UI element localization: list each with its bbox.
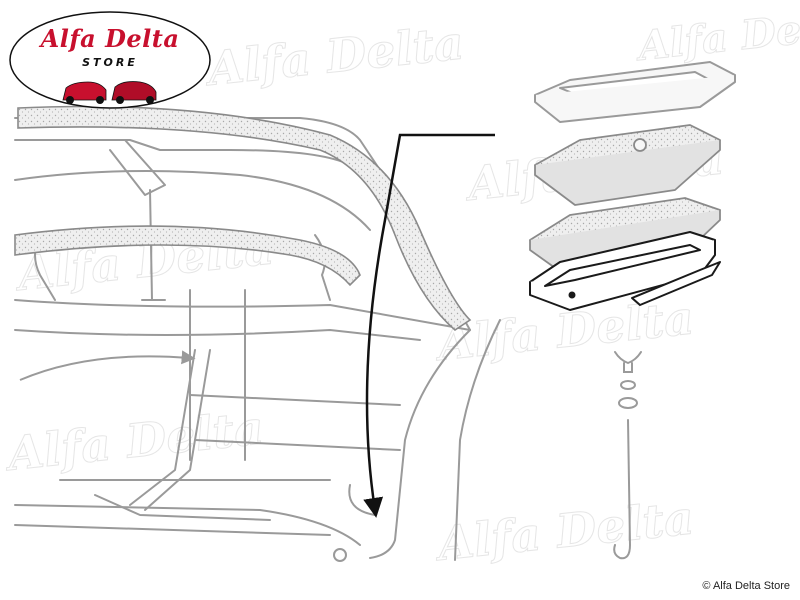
mounting-hardware [613,351,642,560]
copyright-notice: © Alfa Delta Store [702,580,790,592]
battery-location-arrow [363,133,495,518]
logo-oval [9,11,211,109]
flat-washer [618,397,638,409]
strut-pointer-arrow [19,350,196,381]
j-bolt [613,419,632,560]
logo-cars-icon [62,81,157,104]
watermark-text: Alfa Delta [632,0,800,70]
wing-nut [614,351,642,373]
logo-title: Alfa Delta [40,24,180,53]
battery-cover-frame [534,61,736,123]
logo-subtitle: STORE [82,56,138,69]
battery-tray-highlight [529,231,721,311]
watermark-text: Alfa Delta [432,490,697,571]
watermark-text: Alfa Delta [202,15,467,96]
store-logo[interactable]: Alfa Delta STORE [8,10,212,110]
trunk-body-lineart [14,117,501,562]
lock-washer [620,380,636,390]
boot-seal [14,105,472,332]
battery-foam-pad [534,124,721,206]
